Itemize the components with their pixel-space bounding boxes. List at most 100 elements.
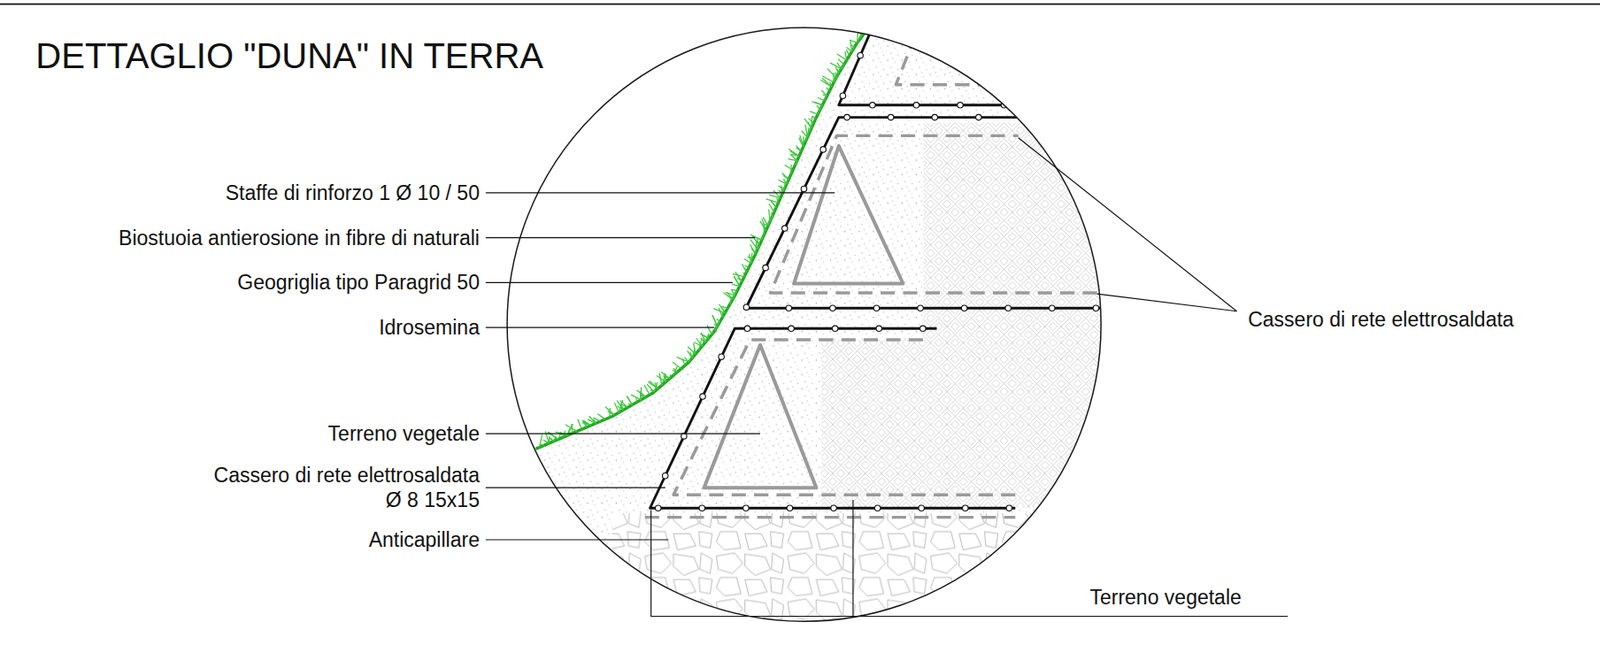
grass-tuft — [872, 10, 877, 23]
geogrid-node — [699, 505, 705, 511]
grass-tuft — [732, 273, 745, 277]
grass-tuft — [851, 45, 855, 47]
grass-tuft — [737, 277, 742, 282]
grass-tuft — [846, 47, 853, 53]
grass-tuft — [817, 97, 825, 100]
grass-tuft — [744, 258, 752, 263]
grass-line — [535, 7, 880, 449]
grass-tuft — [873, 10, 876, 19]
grass-tuft — [870, 16, 873, 23]
geogrid-node — [920, 325, 926, 331]
callout-label: Geogriglia tipo Paragrid 50 — [237, 269, 480, 295]
geogrid-node — [957, 102, 963, 108]
geogrid-node — [718, 353, 724, 360]
geogrid-line — [746, 117, 1102, 309]
grass-tuft — [592, 417, 600, 422]
grass-tuft — [539, 444, 545, 446]
grass-tuft — [838, 59, 845, 65]
grass-tuft — [707, 333, 709, 339]
frame-line — [0, 3, 1600, 6]
grass-tuft — [560, 431, 563, 438]
grass-tuft — [761, 235, 764, 240]
grass-tuft — [614, 402, 619, 413]
geogrid-node — [839, 92, 846, 99]
grass-tuft — [741, 263, 747, 272]
drawing-title: DETTAGLIO "DUNA" IN TERRA — [35, 35, 544, 77]
grass-tuft — [795, 145, 801, 152]
geogrid-node — [873, 305, 879, 311]
grass-tuft — [837, 62, 842, 70]
grass-tuft — [766, 199, 779, 203]
geogrid-node — [876, 325, 882, 331]
geogrid-node — [800, 185, 807, 192]
grass-tuft — [577, 419, 582, 430]
grass-tuft — [713, 308, 725, 314]
callout-label: Anticapillare — [369, 527, 480, 553]
grass-tuft — [838, 69, 839, 74]
grass-tuft — [582, 420, 592, 426]
callout-label: Idrosemina — [378, 315, 480, 340]
leader-line — [485, 538, 669, 540]
grass-tuft — [661, 371, 670, 379]
leader-line — [485, 237, 755, 239]
geogrid-node — [1006, 505, 1012, 511]
geogrid-node — [887, 114, 893, 120]
grass-tuft — [822, 76, 834, 83]
grass-tuft — [567, 428, 570, 436]
grass-tuft — [849, 39, 858, 43]
grass-tuft — [777, 185, 785, 189]
leader-line — [852, 500, 854, 616]
grass-tuft — [864, 18, 870, 26]
grass-tuft — [650, 390, 654, 393]
callout-label: Staffe di rinforzo 1 Ø 10 / 50 — [225, 180, 480, 206]
grass-tuft — [565, 424, 577, 431]
grass-tuft — [807, 122, 812, 129]
callout-label: Cassero di rete elettrosaldata Ø 8 15x15 — [198, 462, 480, 513]
grass-tuft — [597, 414, 606, 420]
grass-tuft — [649, 380, 659, 389]
grass-tuft — [874, 11, 877, 18]
callout-label: Terreno vegetale — [328, 421, 480, 447]
grass-tuft — [688, 358, 691, 363]
grass-tuft — [711, 329, 714, 335]
fill-weave — [821, 122, 1133, 508]
grass-tuft — [587, 419, 596, 424]
grass-tuft — [770, 212, 773, 217]
grass-tuft — [763, 223, 769, 226]
geogrid-node — [743, 505, 749, 511]
leader-line — [485, 432, 761, 434]
geogrid-node — [869, 102, 876, 108]
grass-tuft — [735, 271, 743, 282]
grass-tuft — [788, 148, 800, 156]
grass-tuft — [826, 87, 830, 93]
leader-line — [485, 192, 835, 193]
geogrid-node — [788, 325, 794, 331]
geogrid-node — [820, 146, 826, 153]
grass-tuft — [869, 7, 877, 14]
geogrid-node — [830, 505, 837, 511]
reinforcing-stirrup — [793, 146, 903, 285]
callout-label: Biostuoia antierosione in fibre di natur… — [118, 225, 480, 251]
grass-tuft — [744, 265, 749, 269]
grass-tuft — [702, 335, 708, 339]
grass-tuft — [776, 198, 779, 204]
grass-tuft — [846, 49, 849, 56]
grass-tuft — [835, 67, 839, 74]
geogrid-line — [650, 328, 1016, 508]
leader-line — [485, 327, 715, 329]
mesh-formwork — [645, 515, 1016, 519]
grass-tuft — [756, 238, 758, 250]
grass-tuft — [812, 115, 816, 119]
callout-label: Cassero di rete elettrosaldata — [1247, 307, 1514, 332]
geogrid-node — [830, 305, 836, 311]
grass-tuft — [626, 396, 632, 406]
geogrid-node — [1005, 305, 1011, 311]
grass-tuft — [707, 325, 712, 336]
leader-line — [485, 282, 733, 284]
grass-tuft — [790, 151, 800, 157]
grass-tuft — [712, 315, 718, 326]
grass-tuft — [548, 436, 551, 444]
grass-tuft — [787, 159, 797, 162]
geogrid-node — [782, 225, 788, 231]
grass-tuft — [778, 179, 787, 185]
